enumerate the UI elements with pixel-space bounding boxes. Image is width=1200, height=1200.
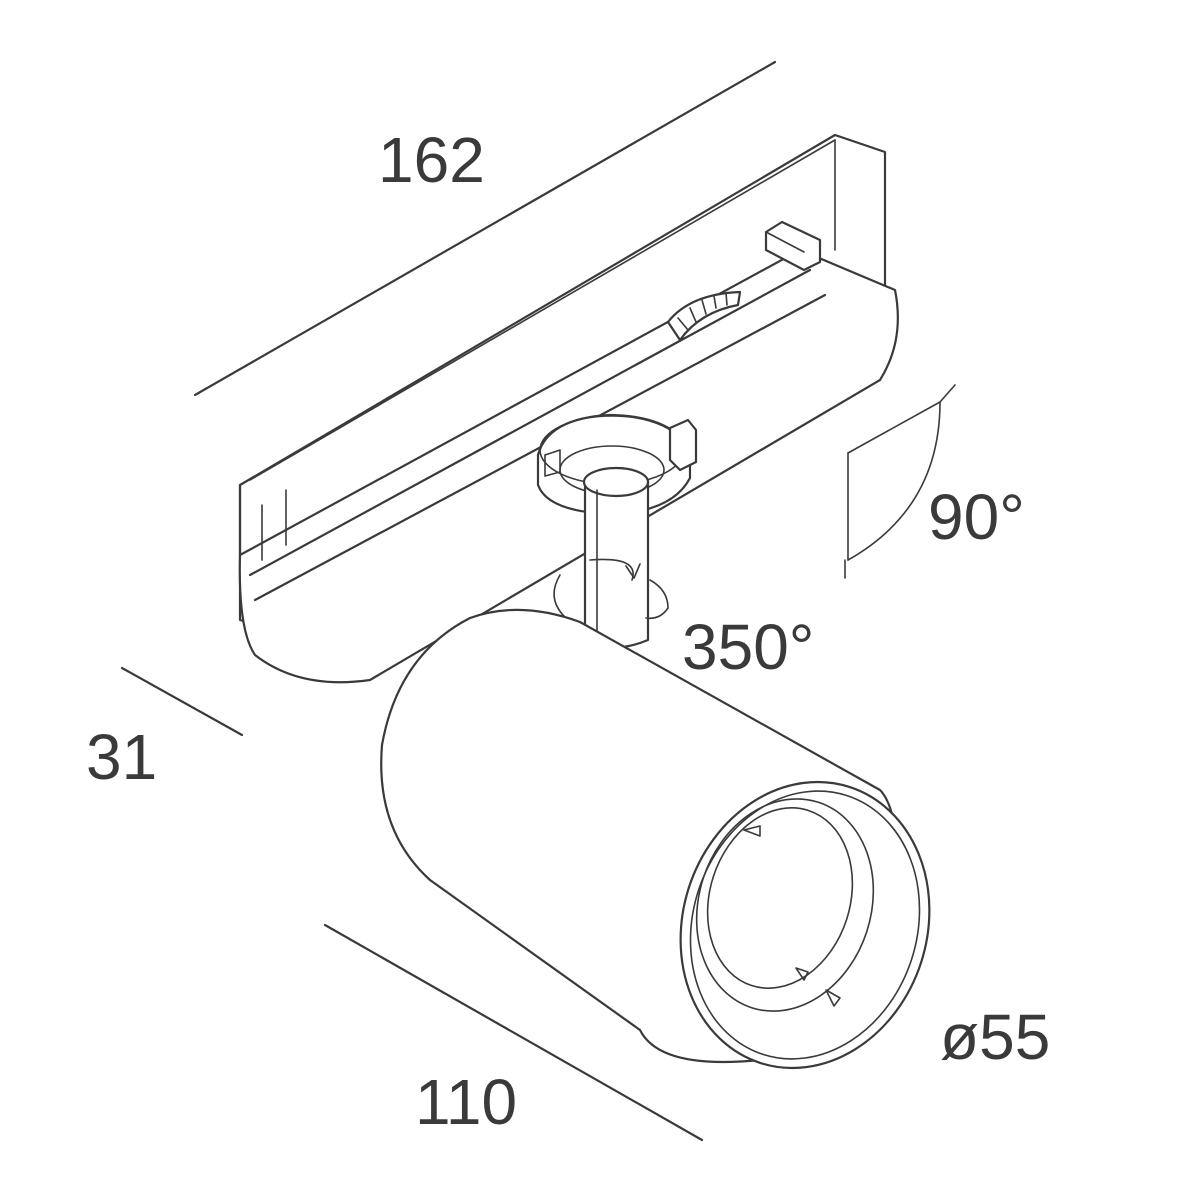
tilt-angle-indicator [844,384,956,579]
diameter-label: ø55 [940,1001,1051,1073]
rotation-angle-label: 350° [682,611,815,683]
height-label: 31 [86,721,158,793]
stem [582,466,650,649]
length-label: 162 [378,124,485,196]
dimension-line-depth [323,923,704,1142]
tilt-angle-label: 90° [928,481,1025,553]
track-adapter [238,133,899,684]
dimension-line-height [120,666,244,737]
depth-label: 110 [415,1066,518,1138]
rotation-arrow [625,563,641,579]
rotation-collar [536,413,698,516]
dimension-line-length [193,60,777,397]
lamp-head [380,608,931,1070]
